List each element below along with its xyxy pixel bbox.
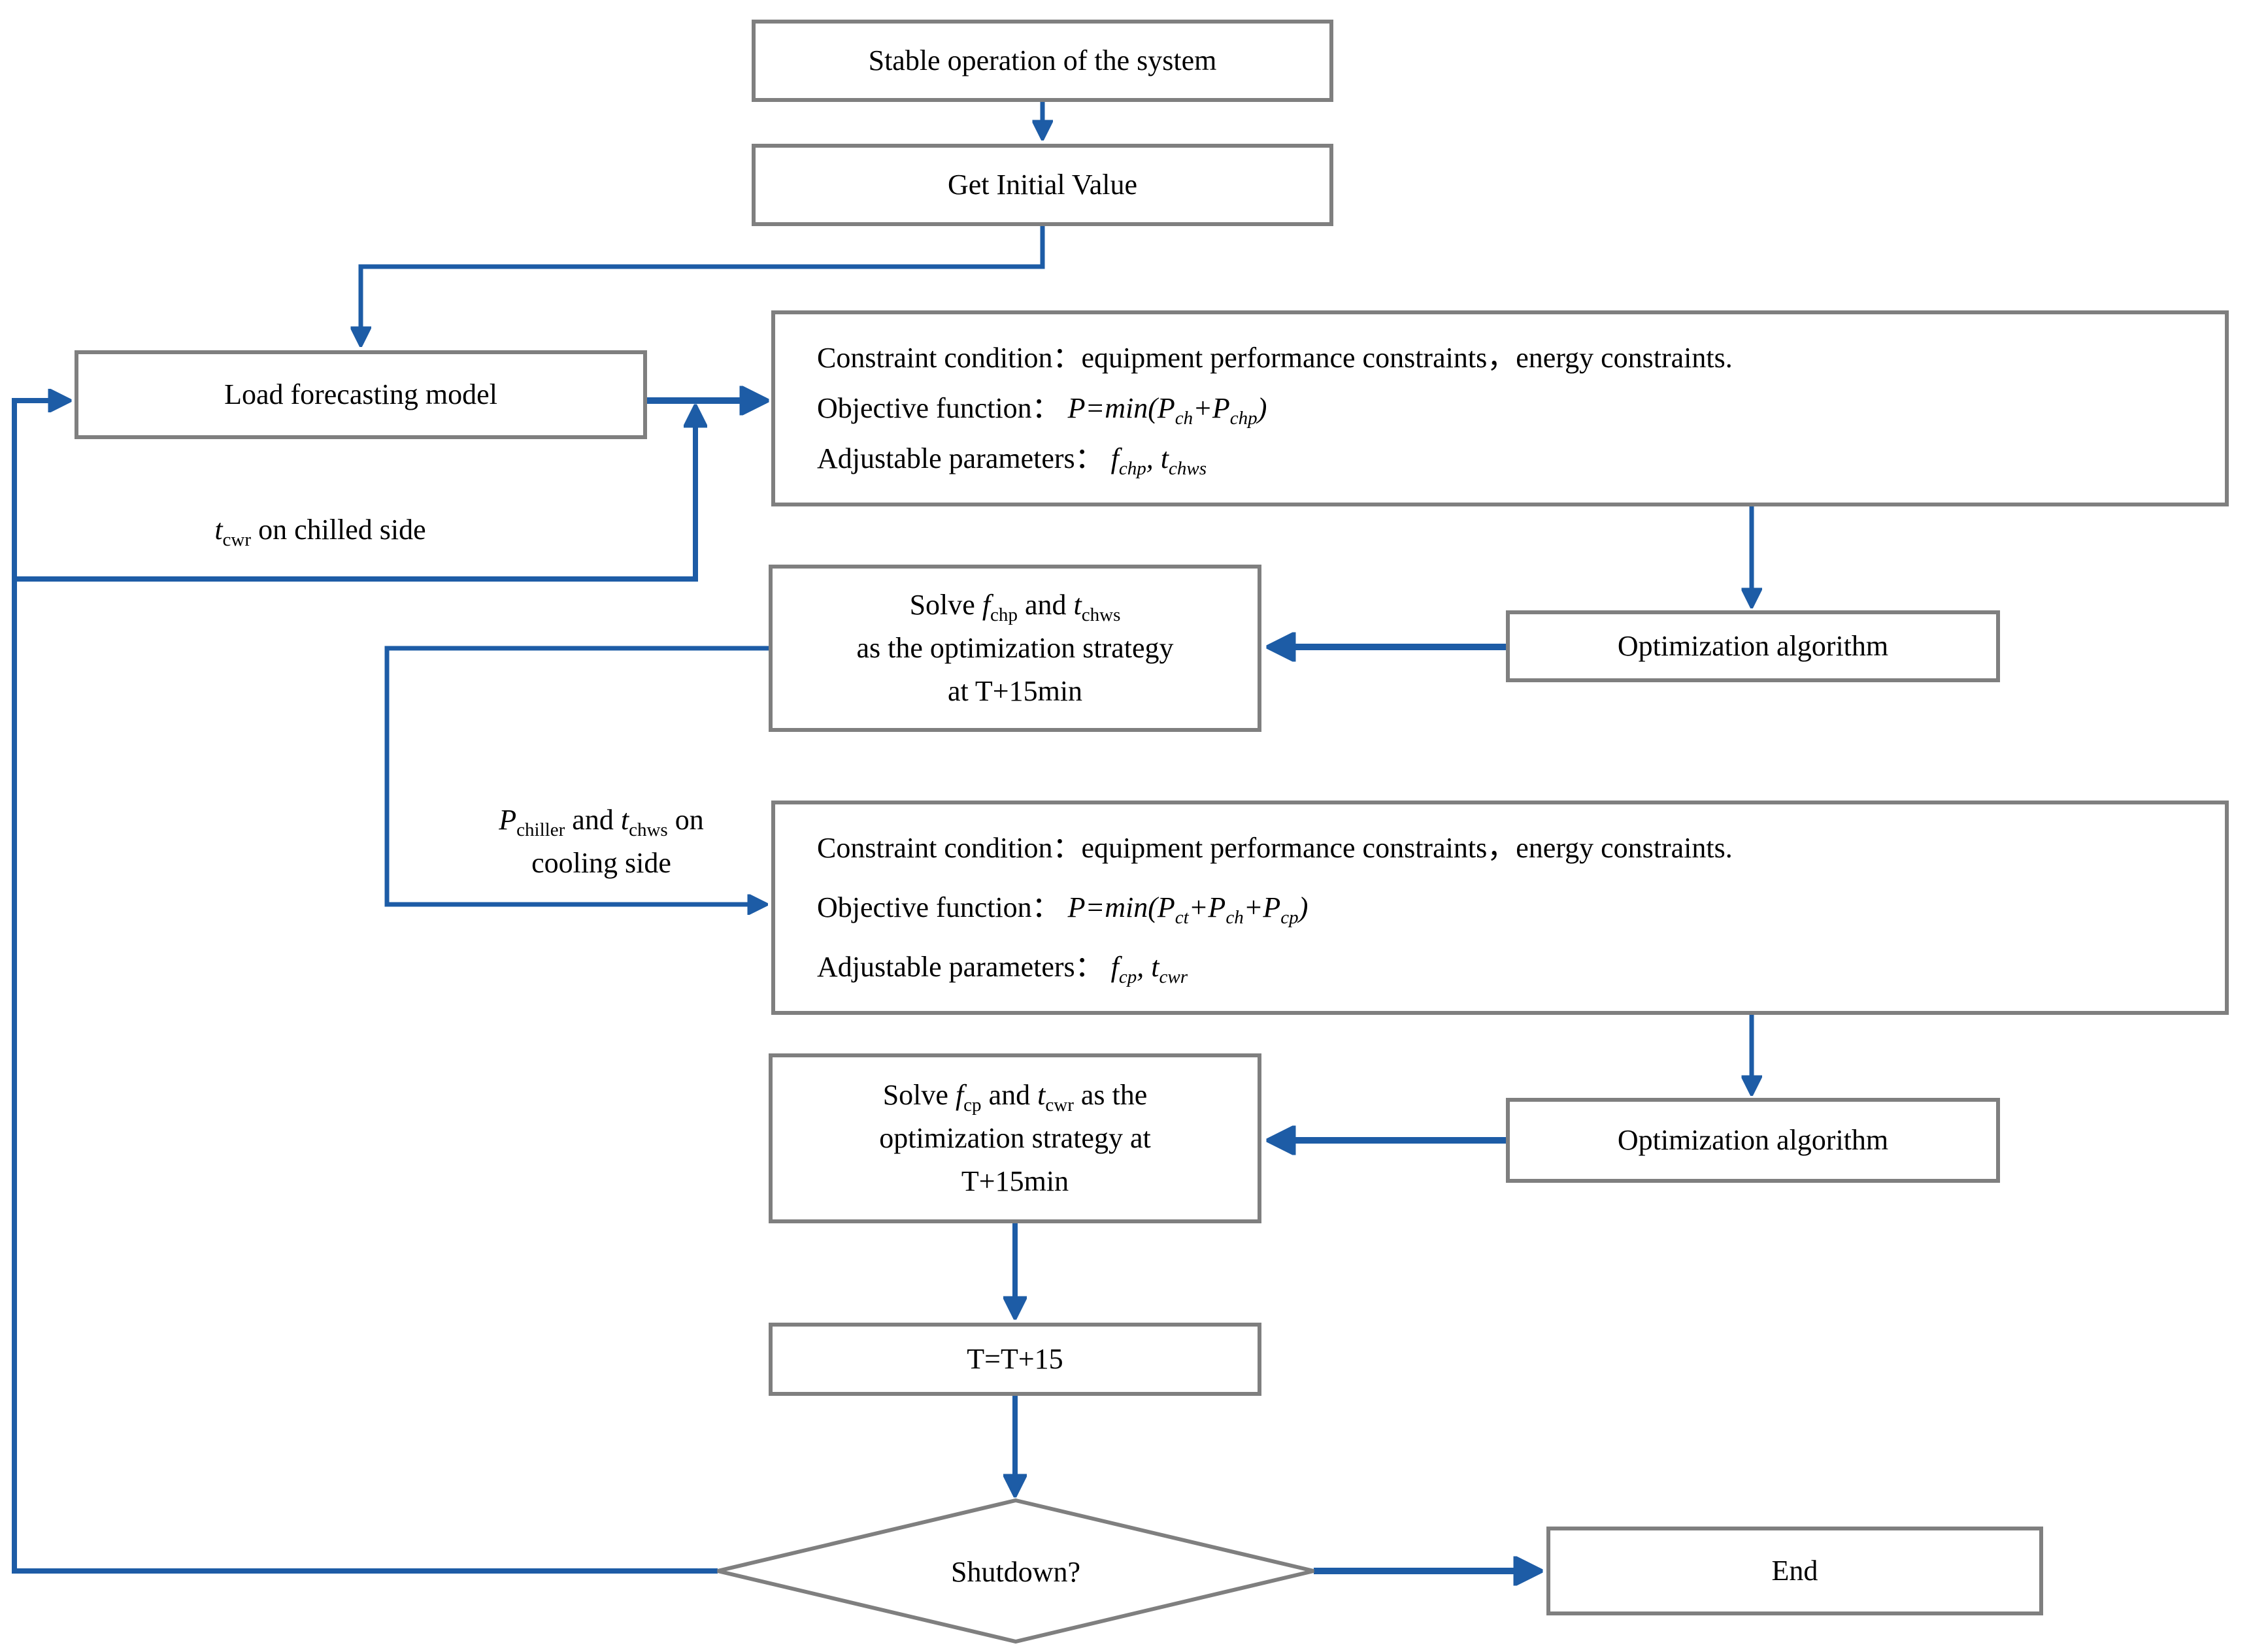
node-stable-operation: Stable operation of the system	[752, 20, 1333, 102]
node-optimization-algorithm-2: Optimization algorithm	[1506, 1098, 2000, 1183]
optimization-2-label: Optimization algorithm	[1617, 1124, 1889, 1156]
cooling-adjustable-line: Adjustable parameters： fcp, tcwr	[817, 946, 1188, 989]
shutdown-diamond-shape	[717, 1498, 1314, 1644]
node-shutdown-decision: Shutdown?	[885, 1542, 1146, 1601]
chilled-adjustable-formula: fchp, tchws	[1110, 442, 1207, 479]
node-time-step: T=T+15	[769, 1323, 1261, 1396]
node-optimization-algorithm-1: Optimization algorithm	[1506, 610, 2000, 682]
edge-shutdown-loop-to-load	[12, 401, 718, 1574]
chilled-constraint-line: Constraint condition：equipment performan…	[817, 342, 1733, 374]
stable-operation-label: Stable operation of the system	[868, 44, 1217, 76]
cooling-adjustable-label: Adjustable parameters：	[817, 951, 1104, 983]
node-end: End	[1546, 1527, 2043, 1615]
get-initial-value-label: Get Initial Value	[948, 169, 1137, 201]
cooling-constraint-line: Constraint condition：equipment performan…	[817, 832, 1733, 864]
chilled-objective-label: Objective function：	[817, 392, 1061, 424]
end-label: End	[1771, 1555, 1818, 1587]
node-load-forecasting-model: Load forecasting model	[75, 350, 647, 439]
load-forecasting-label: Load forecasting model	[224, 378, 497, 410]
cooling-adjustable-formula: fcp, tcwr	[1110, 951, 1188, 987]
tcwr-feedback-text: tcwr on chilled side	[214, 514, 426, 550]
cooling-objective-label: Objective function：	[817, 891, 1061, 923]
shutdown-label: Shutdown?	[951, 1555, 1080, 1588]
cooling-objective-formula: P=min(Pct+Pch+Pcp)	[1067, 891, 1309, 928]
edge-solve-chilled-to-cooling-problem	[384, 646, 769, 904]
cooling-objective-line: Objective function： P=min(Pct+Pch+Pcp)	[817, 886, 1308, 929]
chilled-adjustable-line: Adjustable parameters： fchp, tchws	[817, 437, 1207, 480]
node-cooling-side-problem: Constraint condition：equipment performan…	[771, 801, 2229, 1015]
node-chilled-side-problem: Constraint condition：equipment performan…	[771, 310, 2229, 506]
node-get-initial-value: Get Initial Value	[752, 144, 1333, 226]
edge-initial-to-load	[361, 226, 1045, 345]
label-tcwr-feedback: tcwr on chilled side	[163, 508, 477, 552]
chilled-adjustable-label: Adjustable parameters：	[817, 442, 1104, 474]
edge-tcwr-feedback	[14, 406, 695, 582]
optimization-1-label: Optimization algorithm	[1617, 630, 1889, 662]
chilled-objective-formula: P=min(Pch+Pchp)	[1067, 392, 1267, 429]
time-step-label: T=T+15	[967, 1343, 1063, 1375]
chilled-objective-line: Objective function： P=min(Pch+Pchp)	[817, 387, 1267, 430]
